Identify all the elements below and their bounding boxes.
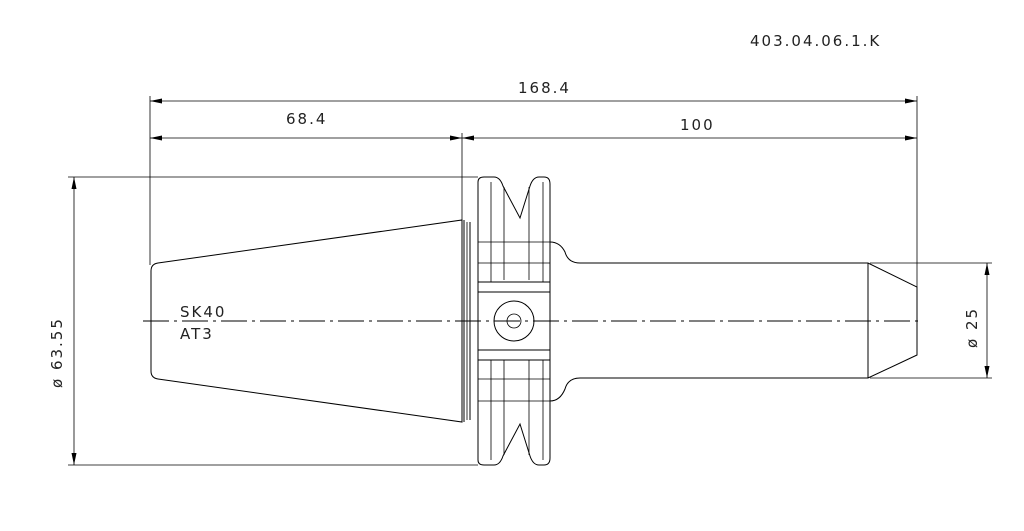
shank-length-label: 100 bbox=[680, 116, 715, 134]
part-number: 403.04.06.1.K bbox=[750, 32, 881, 50]
shank-diameter-label: ø 25 bbox=[963, 307, 981, 348]
shank bbox=[549, 241, 918, 402]
taper-body bbox=[150, 219, 471, 423]
extension-lines bbox=[68, 96, 992, 466]
flange bbox=[477, 176, 551, 466]
dimension-shank-diameter: ø 25 bbox=[963, 263, 990, 378]
dimension-shank-length: 100 bbox=[462, 116, 917, 141]
overall-length-label: 168.4 bbox=[518, 79, 571, 97]
taper-label-line1: SK40 bbox=[180, 303, 226, 321]
dimension-flange-diameter: ø 63.55 bbox=[48, 177, 77, 465]
flange-diameter-label: ø 63.55 bbox=[48, 317, 66, 388]
taper-length-label: 68.4 bbox=[286, 110, 327, 128]
taper-label-line2: AT3 bbox=[180, 325, 214, 343]
dimension-taper-length: 68.4 bbox=[150, 110, 462, 141]
dimension-overall-length: 168.4 bbox=[150, 79, 917, 104]
